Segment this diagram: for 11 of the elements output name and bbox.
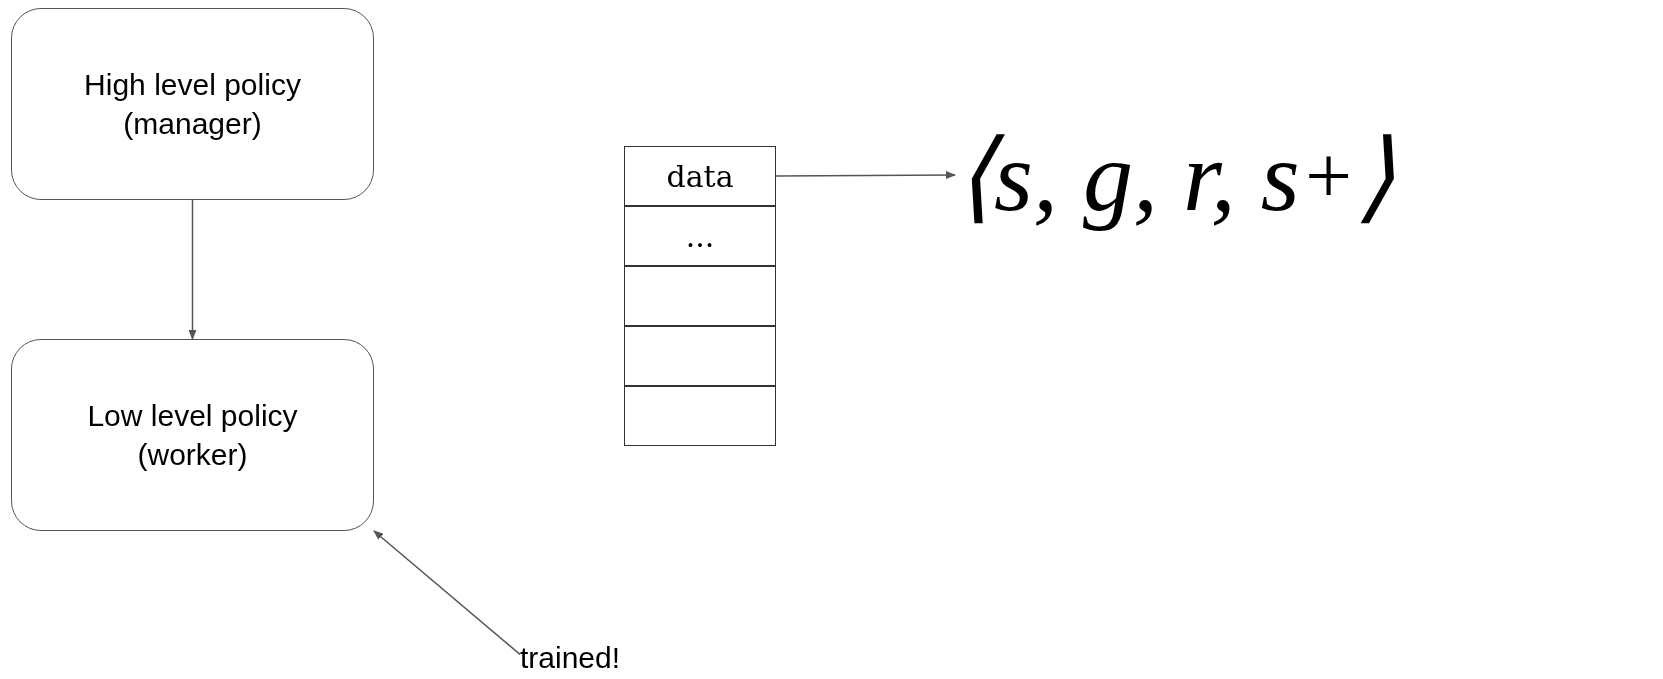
- arrow: [188, 199, 197, 340]
- policy-box: High level policy (manager): [11, 8, 374, 200]
- note-text: trained!: [520, 640, 621, 676]
- buffer-cell: [624, 326, 776, 386]
- arrow: [373, 530, 521, 656]
- buffer-cell: [624, 386, 776, 446]
- buffer-cell: ...: [624, 206, 776, 266]
- policy-box: Low level policy (worker): [11, 339, 374, 531]
- arrow: [775, 171, 956, 180]
- buffer-cell: data: [624, 146, 776, 206]
- buffer-cell: [624, 266, 776, 326]
